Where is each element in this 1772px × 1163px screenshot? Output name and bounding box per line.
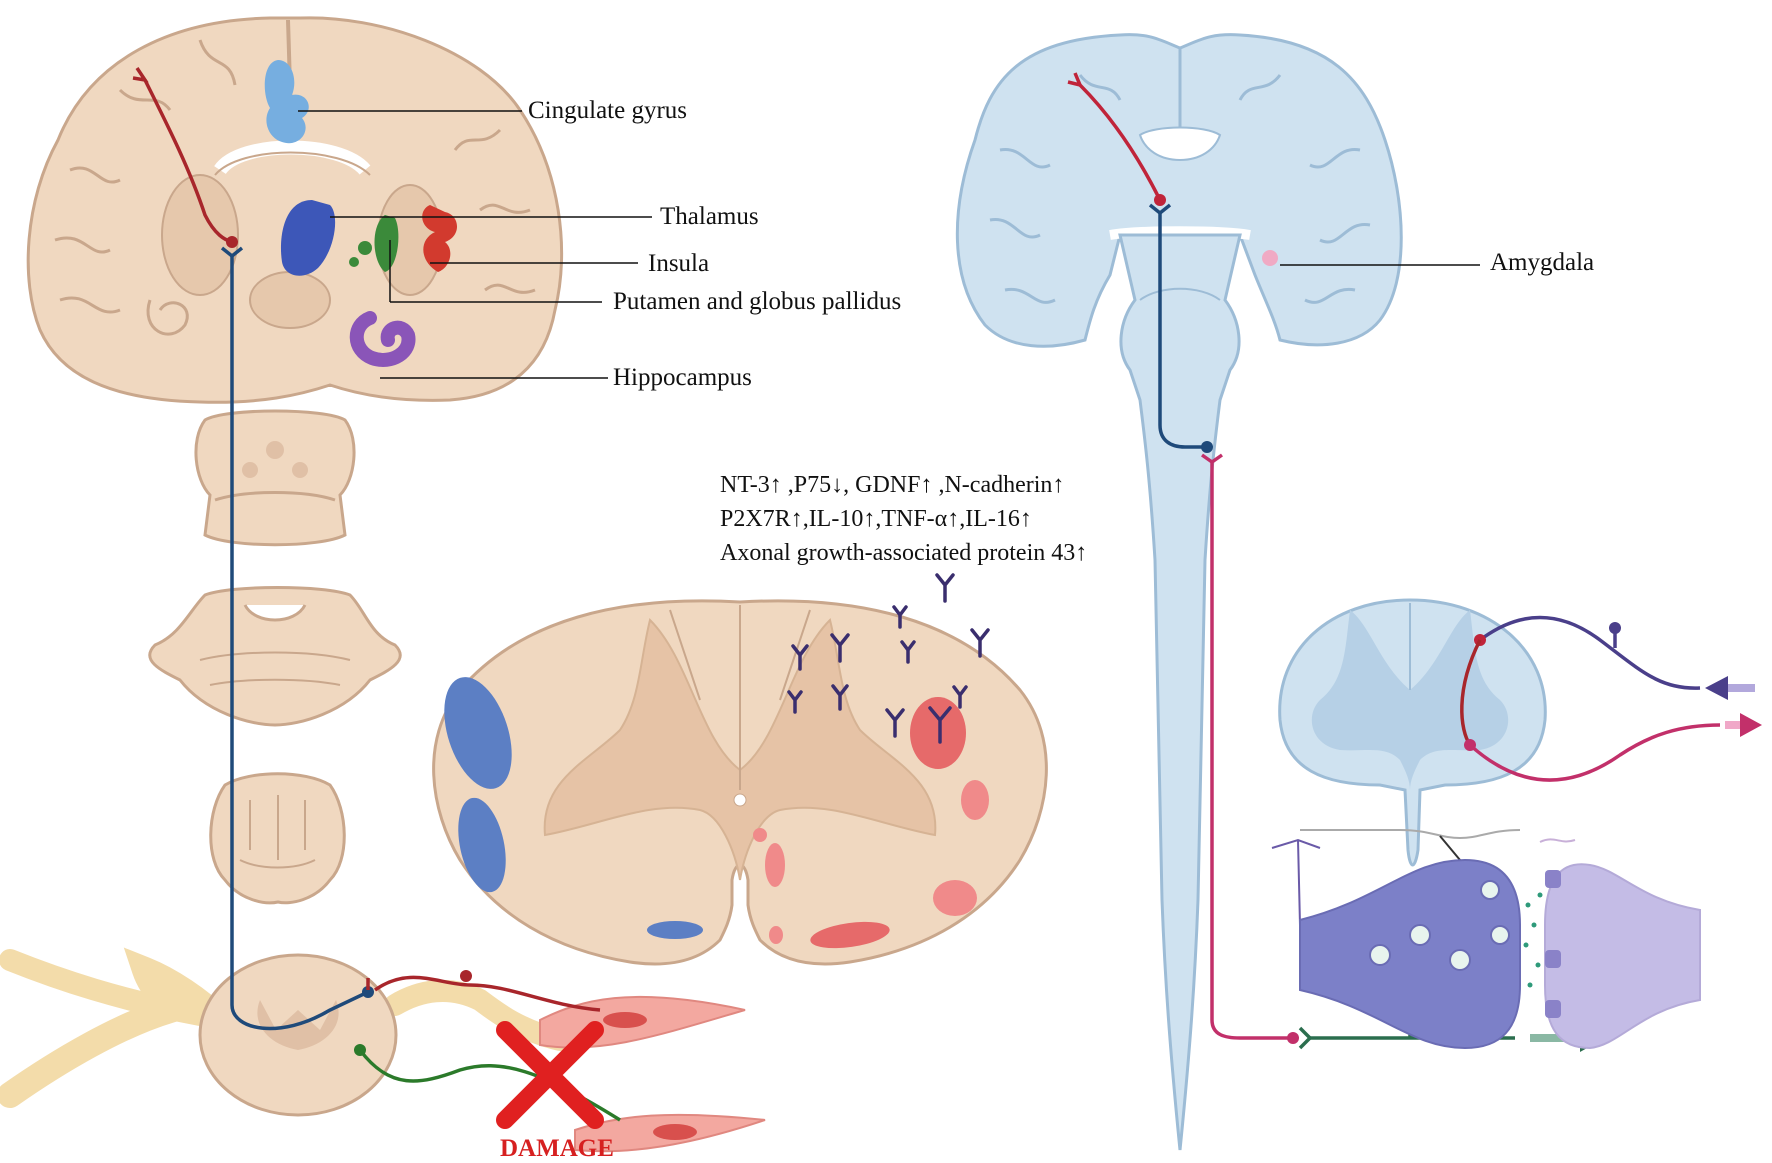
label-thalamus: Thalamus <box>660 203 759 230</box>
descending-neuron-blue <box>220 246 374 1031</box>
muscle-fibers <box>539 995 766 1153</box>
pons-section <box>148 586 402 727</box>
upper-motor-neuron-red <box>132 67 238 248</box>
coronal-brain-section <box>26 16 564 404</box>
medulla-section <box>209 772 346 905</box>
spinal-nerve-roots <box>0 947 571 1108</box>
right-descending-neuron-blue <box>1148 203 1213 453</box>
spinal-cord-cross-section <box>432 599 1048 966</box>
reflex-arc-neurons <box>1460 615 1762 782</box>
leader-lines <box>298 110 1480 379</box>
marker-line-1: NT-3↑ ,P75↓, GDNF↑ ,N-cadherin↑ <box>720 472 1065 498</box>
synapse-illustration <box>1271 829 1701 1050</box>
lower-motor-neuron-red <box>366 970 601 1012</box>
marker-line-2: P2X7R↑,IL-10↑,TNF-α↑,IL-16↑ <box>720 506 1032 532</box>
label-hippocampus: Hippocampus <box>613 364 752 391</box>
label-putamen-globus-pallidus: Putamen and globus pallidus <box>613 288 902 315</box>
right-pink-neuron <box>1200 453 1299 1044</box>
damage-label: DAMAGE <box>500 1135 614 1162</box>
blue-spinal-cord <box>1118 233 1242 1151</box>
label-insula: Insula <box>648 250 710 277</box>
right-spinal-cross-section <box>1278 598 1547 867</box>
damage-x-icon <box>496 1021 604 1129</box>
label-cingulate-gyrus: Cingulate gyrus <box>528 97 688 124</box>
right-upper-neuron-red <box>1067 72 1166 206</box>
marker-line-3: Axonal growth-associated protein 43↑ <box>720 540 1088 566</box>
midbrain-section <box>194 409 356 547</box>
label-amygdala: Amygdala <box>1490 249 1595 276</box>
antibodies-group <box>787 573 990 744</box>
